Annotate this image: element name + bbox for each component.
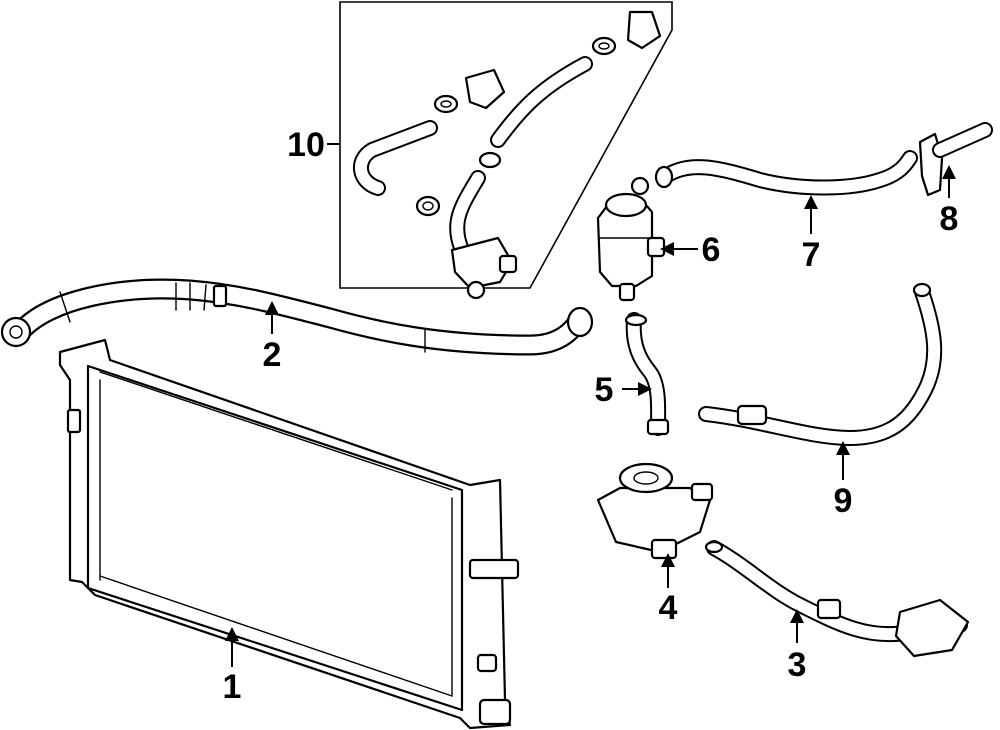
callouts: 1 2 3 4 5 6 7 8 9 10 (223, 126, 959, 706)
lower-hose-icon (704, 540, 970, 658)
upper-radiator-hose-icon (0, 278, 594, 356)
bypass-hose-icon (624, 312, 670, 436)
hose-kit-icon (353, 10, 662, 300)
callout-8: 8 (940, 200, 959, 238)
callout-4: 4 (659, 589, 678, 627)
callout-9: 9 (834, 482, 853, 520)
callout-3: 3 (788, 646, 807, 684)
callout-7: 7 (802, 236, 821, 274)
callout-10: 10 (287, 126, 325, 164)
callout-5: 5 (595, 371, 614, 409)
water-pump-icon (596, 462, 714, 560)
coolant-reservoir-icon (596, 176, 666, 302)
callout-6: 6 (702, 231, 721, 269)
radiator-icon (58, 338, 520, 730)
heater-hose-icon (698, 282, 943, 446)
overflow-hose-icon (654, 150, 918, 196)
hose-kit-frame (339, 1, 673, 289)
callout-1: 1 (223, 668, 242, 706)
callout-2: 2 (263, 336, 282, 374)
hose-bracket-icon (918, 122, 993, 197)
leader-lines (225, 143, 956, 667)
